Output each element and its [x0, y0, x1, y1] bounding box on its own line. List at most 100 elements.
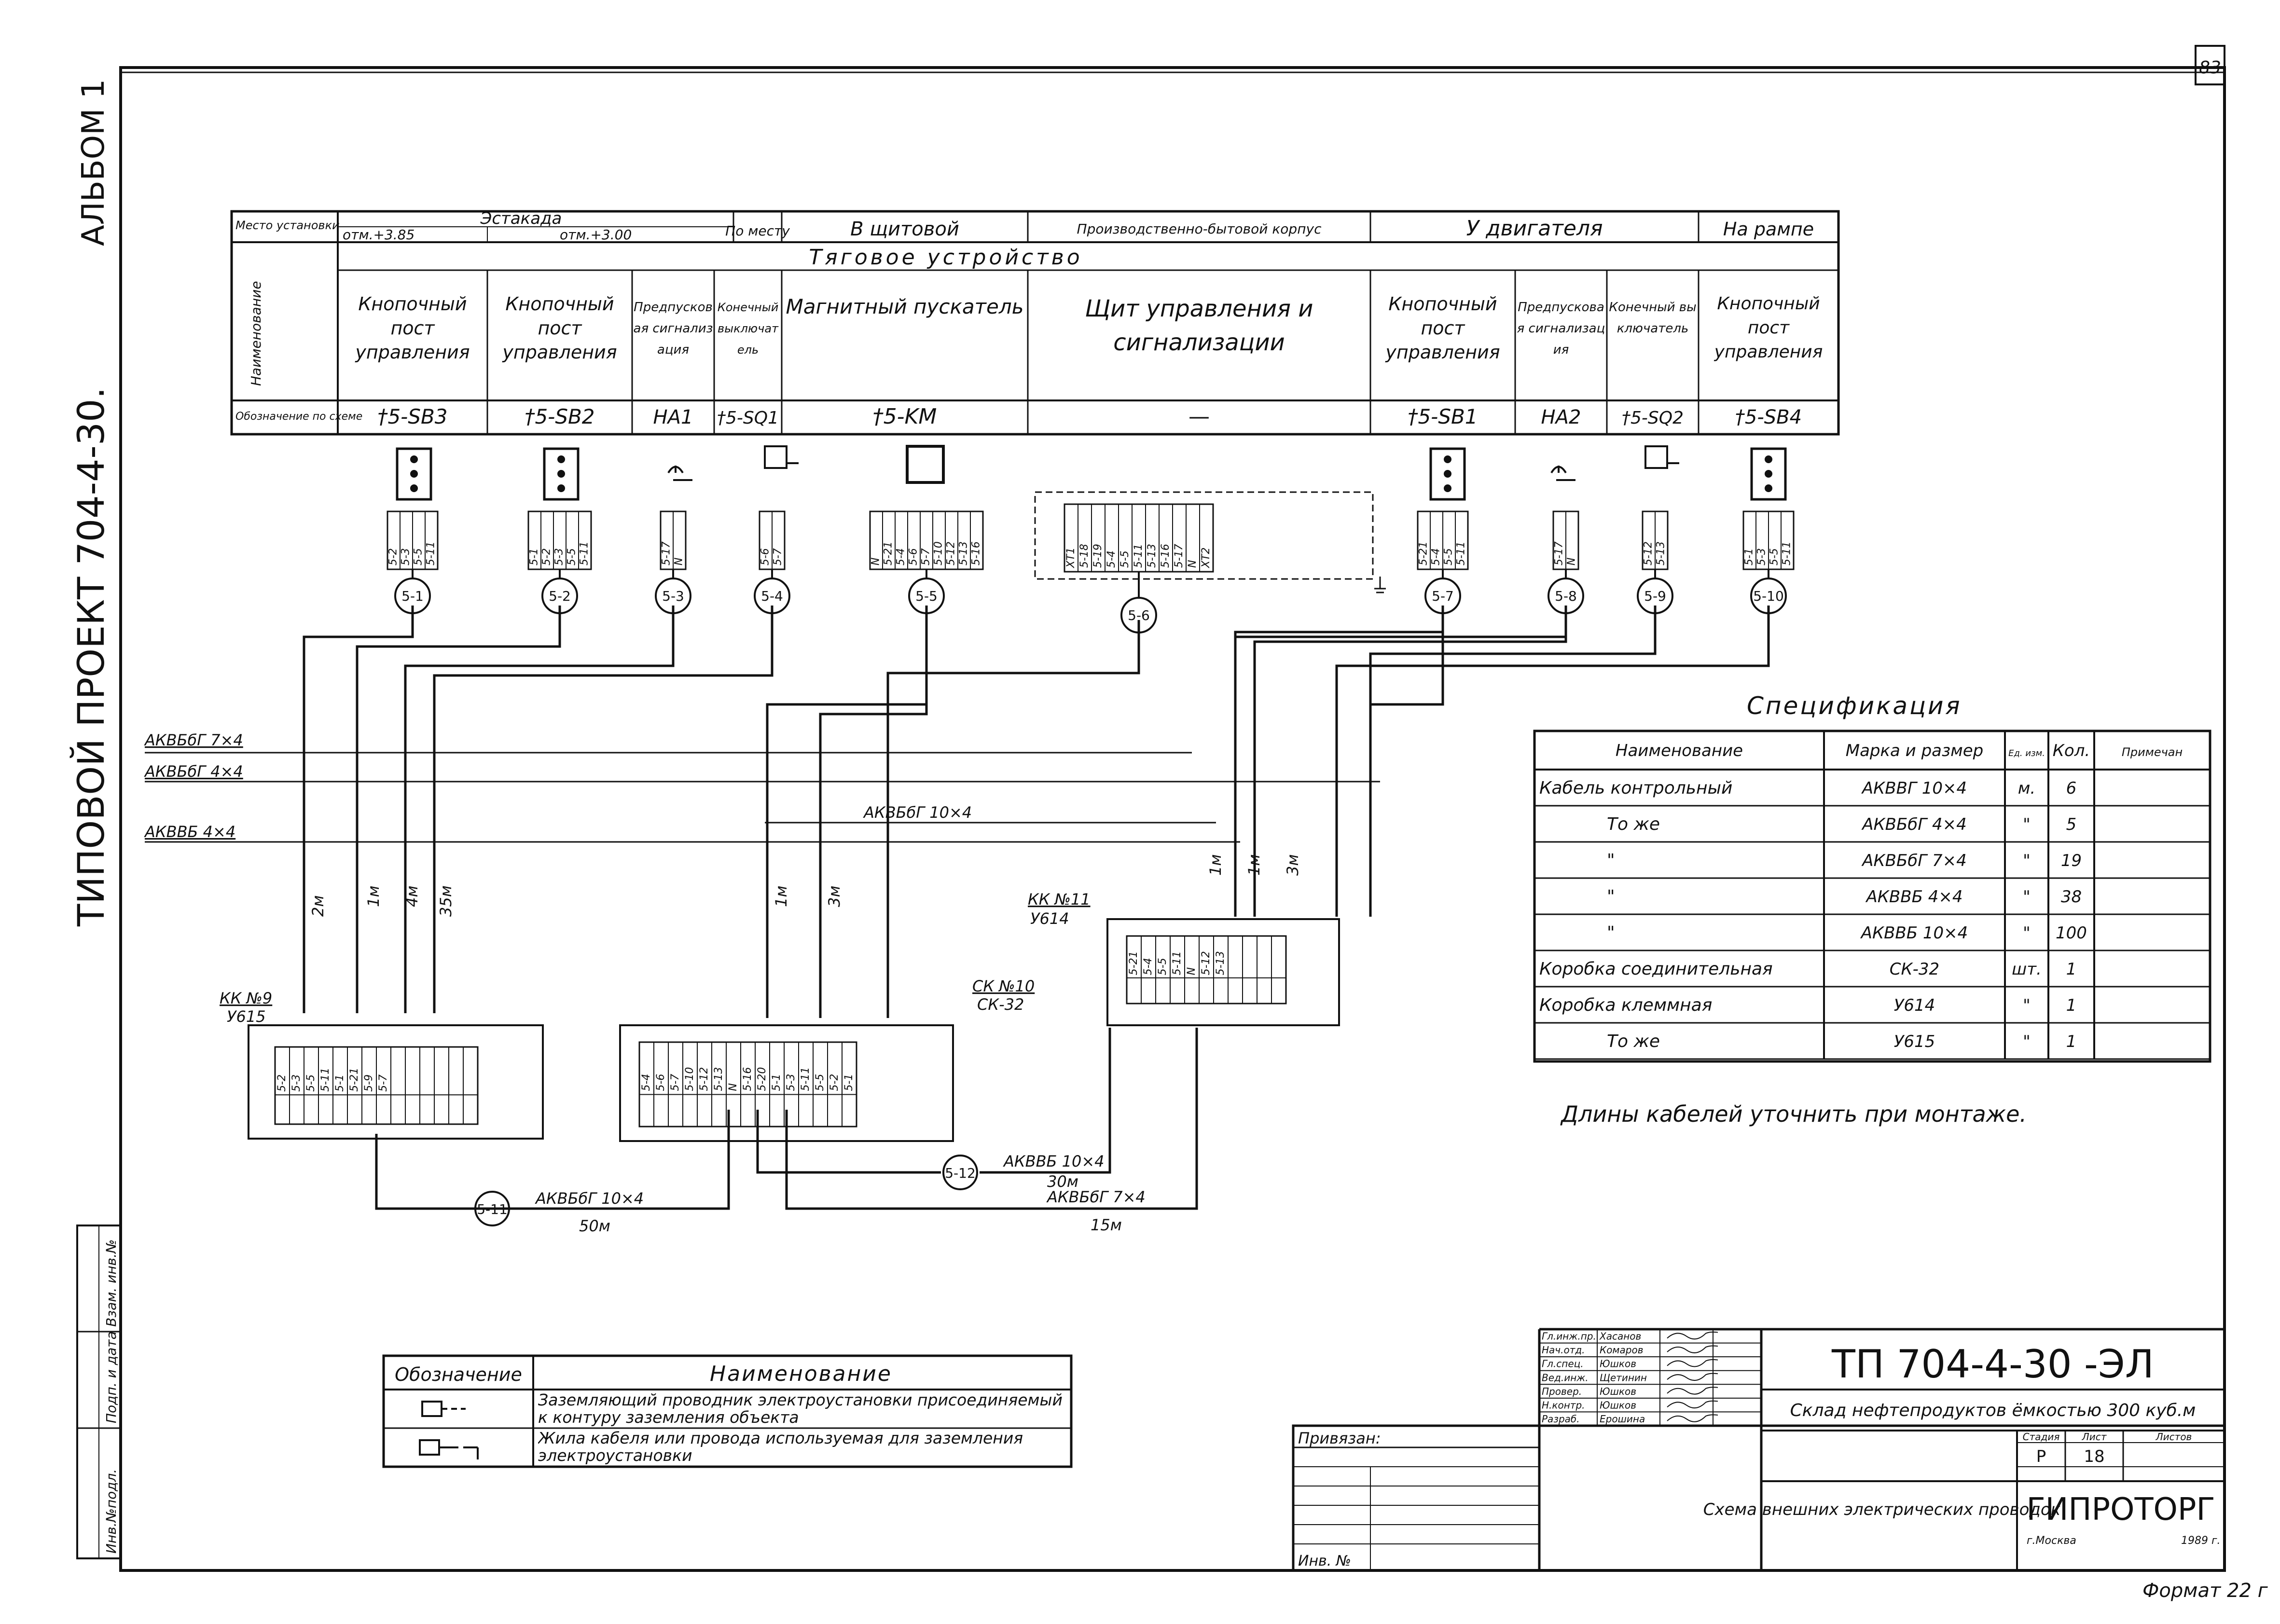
- tb-inv: Инв. №: [1298, 1553, 1351, 1569]
- signature-mark: [1667, 1373, 1718, 1381]
- terminal-label: 5-18: [1078, 544, 1091, 568]
- terminal-label: 5-1: [528, 548, 540, 565]
- link-cable-11: 5-11 АКВБбГ 10×4 50м: [474, 1189, 644, 1235]
- stamp-name: Ерошина: [1600, 1413, 1645, 1425]
- kk11-type: У614: [1030, 909, 1069, 928]
- tb-privyazan: Привязан:: [1298, 1429, 1381, 1447]
- box-terminal-label: 5-3: [785, 1074, 797, 1091]
- terminal-label: N: [673, 558, 685, 565]
- hdr-u-dvigatelya: У двигателя: [1466, 216, 1603, 241]
- box-terminal-label: 5-11: [319, 1068, 332, 1092]
- signature-mark: [1667, 1400, 1718, 1409]
- tb-stage: Р: [2036, 1447, 2046, 1466]
- legend-row-2: Жила кабеля или провода используемая для…: [538, 1430, 1023, 1465]
- terminal-label: 5-1: [1743, 548, 1755, 565]
- spec-cell: АКВВБ 10×4: [1860, 923, 1968, 943]
- cable-circle-5-10: 5-10: [1750, 578, 1787, 614]
- terminal-label: 5-11: [1781, 541, 1793, 565]
- hdr-v-shchitovoy: В щитовой: [850, 218, 959, 240]
- sk10-label: СК №10: [972, 977, 1035, 995]
- box-terminal-label: 5-21: [1128, 951, 1140, 975]
- ground-core-icon: [419, 1439, 479, 1459]
- box-terminal-label: 5-4: [1142, 958, 1154, 975]
- cable-circle-5-2: 5-2: [541, 578, 578, 614]
- spec-cell: 1: [2066, 1032, 2077, 1051]
- terminal-label: 5-6: [908, 548, 920, 565]
- box-terminal-label: 5-4: [640, 1074, 652, 1091]
- terminal-label: 5-17: [661, 541, 673, 565]
- cable-id: 5-4: [761, 588, 783, 604]
- box-terminal-label: 5-16: [742, 1067, 754, 1091]
- cable-circle-5-6: 5-6: [1120, 597, 1157, 633]
- hdr-col-6-code: —: [1188, 404, 1210, 429]
- terminal-label: 5-21: [883, 541, 895, 565]
- hdr-col-10-code: †5-SB4: [1735, 406, 1802, 428]
- stamp-role: Провер.: [1542, 1386, 1582, 1397]
- spec-title: Спецификация: [1747, 692, 1962, 720]
- tb-object: Склад нефтепродуктов ёмкостью 300 куб.м: [1790, 1401, 2196, 1420]
- cable-mark-3: АКВБбГ 10×4: [863, 803, 972, 822]
- spec-cell: Коробка клеммная: [1539, 995, 1712, 1015]
- cable-id: 5-2: [549, 588, 571, 604]
- box-terminal-label: 5-5: [305, 1074, 317, 1092]
- left-stamp: Взам. инв.№ Подп. и дата Инв.№подл.: [76, 1225, 122, 1559]
- link-cable-12: 5-12 АКВВБ 10×4 30м: [942, 1152, 1105, 1191]
- button-post-icon: [396, 447, 432, 501]
- format-label: Формат 22 г: [2142, 1580, 2268, 1602]
- spec-cell: 6: [2066, 779, 2077, 798]
- cable-circle-5-1: 5-1: [394, 578, 431, 614]
- terminal-label: 5-6: [760, 548, 772, 565]
- cable-id: 5-1: [401, 588, 424, 604]
- hdr-col-8-code: HA2: [1541, 406, 1581, 428]
- len-1: 2м: [309, 895, 327, 917]
- spec-cell: ": [2023, 923, 2031, 943]
- hdr-col-7-code: †5-SB1: [1408, 405, 1478, 428]
- cable-circle-5-3: 5-3: [655, 578, 691, 614]
- terminal-label: 5-13: [1146, 544, 1158, 568]
- album-label: АЛЬБОМ 1: [76, 79, 111, 246]
- box-terminal-label: 5-21: [348, 1068, 360, 1092]
- stamp-name: Хасанов: [1599, 1331, 1641, 1342]
- spec-cell: СК-32: [1890, 960, 1939, 979]
- link-cable-11-id: 5-11: [477, 1201, 508, 1217]
- tb-stage-label: Стадия: [2023, 1431, 2060, 1443]
- title-block: Гл.инж.пр.ХасановНач.отд.КомаровГл.спец.…: [1292, 1328, 2226, 1572]
- terminal-label: 5-5: [1119, 551, 1131, 568]
- hdr-col-1-code: †5-SB3: [377, 405, 447, 428]
- box-terminal-label: 5-3: [290, 1074, 303, 1092]
- hdr-estakada: Эстакада: [480, 209, 562, 228]
- spec-cell: м.: [2018, 779, 2035, 798]
- cable-circle-5-7: 5-7: [1424, 578, 1461, 614]
- legend: Обозначение Наименование Заземляющий про…: [382, 1354, 1073, 1468]
- spec-cell: 5: [2066, 815, 2077, 834]
- terminal-label: 5-11: [1455, 541, 1467, 565]
- spec-header-cell: Ед. изм.: [2008, 748, 2045, 758]
- spec-cell: ": [2023, 815, 2031, 834]
- box-terminal-label: 5-7: [669, 1074, 681, 1091]
- sheet-number-box: [2195, 45, 2225, 85]
- spec-cell: У614: [1894, 996, 1935, 1015]
- terminal-label: 5-12: [1643, 541, 1655, 565]
- sk10-type: СК-32: [977, 995, 1024, 1014]
- spec-cell: ": [2023, 996, 2031, 1015]
- terminal-label: 5-16: [970, 541, 982, 565]
- box-terminal-label: 5-12: [1200, 951, 1212, 975]
- hdr-na-rampe: На рампе: [1723, 219, 1814, 240]
- link-cable-11-len: 50м: [579, 1217, 610, 1235]
- spec-cell: 1: [2066, 960, 2077, 979]
- hdr-col-5-code: †5-KM: [873, 404, 937, 429]
- hdr-col-9-code: †5-SQ2: [1622, 408, 1684, 428]
- spec-cell: Кабель контрольный: [1539, 778, 1732, 798]
- frame-outer: [119, 66, 2226, 1572]
- terminal-label: 5-7: [920, 548, 932, 565]
- terminal-label: 5-19: [1092, 544, 1104, 568]
- link-cable-11-mark: АКВБбГ 10×4: [535, 1189, 644, 1208]
- stamp-role: Гл.спец.: [1542, 1358, 1584, 1370]
